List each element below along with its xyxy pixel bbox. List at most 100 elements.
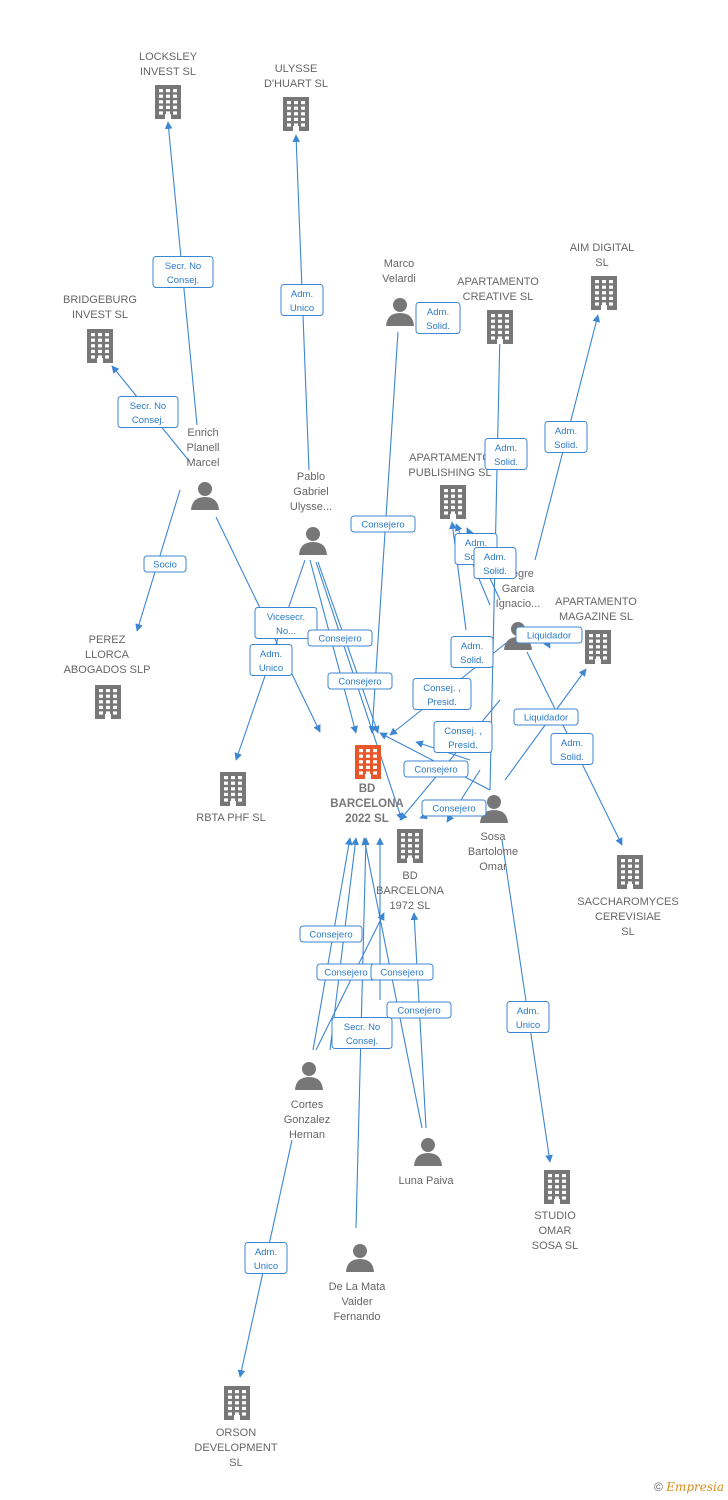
node-magazine[interactable]: APARTAMENTO MAGAZINE SL — [555, 596, 637, 664]
edge-label-text: Adm. — [484, 552, 506, 563]
edge-label-text: Solid. — [460, 655, 484, 666]
node-label: LOCKSLEY — [139, 51, 198, 63]
edge-label-text: Consejero — [414, 765, 457, 776]
edge-label-text: Solid. — [560, 752, 584, 763]
edge-label-text: Liquidador — [527, 631, 571, 642]
edge-label-e15[interactable]: Adm.Solid. — [450, 636, 494, 668]
edge-label-e10[interactable]: Socio — [143, 555, 187, 573]
node-label: OMAR — [539, 1225, 572, 1237]
node-label: 1972 SL — [390, 900, 431, 912]
node-label: SL — [229, 1457, 242, 1469]
edge-label-text: Adm. — [255, 1247, 277, 1258]
node-pablo[interactable]: PabloGabrielUlysse... — [290, 471, 332, 555]
edge-label-e25[interactable]: Consejero — [370, 963, 434, 981]
edge-label-text: Adm. — [427, 307, 449, 318]
copyright-symbol: © — [654, 1480, 663, 1494]
building-icon — [585, 630, 611, 664]
edge-label-e17[interactable]: Consej. ,Presid. — [412, 678, 472, 710]
node-locksley[interactable]: LOCKSLEY INVEST SL — [139, 51, 198, 119]
edge-label-e3[interactable]: Adm.Solid. — [415, 302, 461, 334]
node-label: Hernan — [289, 1129, 325, 1141]
building-icon — [591, 276, 617, 310]
edge-line — [361, 837, 423, 1129]
edge-label-e21[interactable]: Consejero — [403, 760, 469, 778]
node-label: MAGAZINE SL — [559, 611, 633, 623]
person-icon — [295, 1062, 323, 1090]
edge-line — [410, 912, 427, 1129]
node-label: APARTAMENTO — [555, 596, 637, 608]
edge-label-text: Presid. — [448, 740, 478, 751]
edge-label-e13[interactable]: Adm. Unico — [249, 644, 293, 676]
edge-line — [329, 837, 359, 1051]
edge-label-text: Adm. — [517, 1006, 539, 1017]
node-label: INVEST SL — [140, 66, 196, 78]
edge-label-e2[interactable]: Adm.Unico — [280, 284, 324, 316]
edge-label-e9[interactable]: Adm. Solid. — [473, 547, 517, 579]
edge-label-e24[interactable]: Consejero — [316, 963, 376, 981]
node-label: ORSON — [216, 1427, 256, 1439]
edge-label-e20[interactable]: Adm. Solid. — [550, 733, 594, 765]
edge-label-text: Consejero — [338, 677, 381, 688]
edge-label-e19[interactable]: Consej. , Presid. — [433, 721, 493, 753]
edge-label-text: Solid. — [554, 440, 578, 451]
edge-label-text: Adm. — [260, 649, 282, 660]
edge-label-text: Consej. , — [444, 726, 482, 737]
node-label: Fernando — [333, 1311, 380, 1323]
brand-name[interactable]: Empresia — [666, 1480, 724, 1494]
node-label: Pablo — [297, 471, 325, 483]
edge-label-text: Solid. — [483, 566, 507, 577]
edge-label-e14[interactable]: Consejero — [327, 672, 393, 690]
edge-label-e26[interactable]: Adm.Unico — [506, 1001, 550, 1033]
node-rbta[interactable]: RBTA PHF SL — [196, 772, 266, 824]
node-label: ABOGADOS SLP — [64, 664, 151, 676]
building-icon — [440, 485, 466, 519]
person-icon — [346, 1244, 374, 1272]
edge-label-text: Adm. — [291, 289, 313, 300]
edge-label-e29[interactable]: Adm.Unico — [244, 1242, 288, 1274]
person-icon — [480, 795, 508, 823]
building-icon — [487, 310, 513, 344]
building-icon — [220, 772, 246, 806]
edge-label-e18[interactable]: Liquidador — [513, 708, 579, 726]
node-luna[interactable]: Luna Paiva — [398, 1138, 454, 1187]
node-label: ULYSSE — [275, 63, 318, 75]
edge-label-e23[interactable]: Consejero — [299, 925, 363, 943]
edge-label-e12[interactable]: Consejero — [307, 629, 373, 647]
edge-label-e7[interactable]: Consejero — [350, 515, 416, 533]
edge-label-text: Unico — [259, 663, 283, 674]
edge-label-e27[interactable]: Consejero — [386, 1001, 452, 1019]
edge-label-text: Consej. — [132, 415, 164, 426]
node-label: AIM DIGITAL — [570, 242, 635, 254]
node-label: Planell — [186, 442, 219, 454]
edge-label-text: Adm. — [561, 738, 583, 749]
node-label: Marco — [384, 258, 415, 270]
edge-label-text: Socio — [153, 560, 177, 571]
node-label: Vaider — [342, 1296, 373, 1308]
edge-label-e4[interactable]: Adm.Solid. — [544, 421, 588, 453]
edge-label-text: Secr. No — [165, 261, 201, 272]
edge-label-e22[interactable]: Consejero — [421, 799, 487, 817]
edge-label-e6[interactable]: Adm.Solid. — [484, 438, 528, 470]
edge-label-e16[interactable]: Liquidador — [515, 626, 583, 644]
edge-label-e11[interactable]: Vicesecr.No... — [254, 607, 318, 639]
node-label: Ignacio... — [496, 598, 541, 610]
